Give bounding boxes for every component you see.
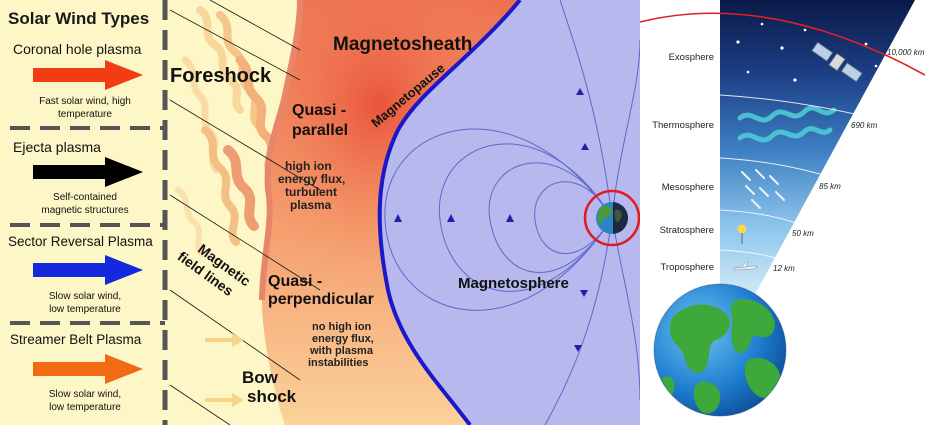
magnetopause-line xyxy=(377,0,522,425)
quasi-parallel-label-1: Quasi - xyxy=(292,102,346,119)
bow-shock-label-1: Bow xyxy=(242,368,279,387)
meteors xyxy=(741,169,785,209)
altitude-stratosphere: 50 km xyxy=(792,229,814,238)
type-descriptions: Fast solar wind, high temperature Self-c… xyxy=(39,96,131,413)
layer-name-exosphere: Exosphere xyxy=(669,52,714,63)
qpar-desc-1: high ion xyxy=(285,159,332,173)
layer-names: Exosphere Thermosphere Mesosphere Strato… xyxy=(652,52,714,273)
magnetosphere-diagram: Solar Wind Types Coronal hole plasma Eje… xyxy=(0,0,640,425)
layer-decorations xyxy=(720,22,881,271)
weather-balloon-icon xyxy=(737,224,747,244)
altitude-mesosphere: 85 km xyxy=(819,182,841,191)
magnetosphere-field-lines xyxy=(384,0,640,425)
desc-ejecta-2: magnetic structures xyxy=(41,205,128,216)
satellite-icon xyxy=(811,41,863,83)
atmosphere-diagram: Exosphere Thermosphere Mesosphere Strato… xyxy=(639,0,925,425)
type-name-coronal-hole: Coronal hole plasma xyxy=(13,41,142,57)
desc-ejecta-1: Self-contained xyxy=(53,192,117,203)
layer-name-mesosphere: Mesosphere xyxy=(662,182,714,193)
atmosphere-boundary-arc xyxy=(639,12,925,76)
stars xyxy=(736,22,878,82)
layer-name-thermosphere: Thermosphere xyxy=(652,120,714,131)
streamer-belt-arrow xyxy=(33,354,143,384)
type-name-streamer-belt: Streamer Belt Plasma xyxy=(10,332,142,347)
earth-globe-icon xyxy=(653,283,787,417)
quasi-perpendicular-description: no high ion energy flux, with plasma ins… xyxy=(308,321,374,369)
quasi-perpendicular-label-1: Quasi - xyxy=(268,273,322,290)
desc-streamer-1: Slow solar wind, xyxy=(49,389,121,400)
sector-reversal-arrow xyxy=(33,255,143,285)
qperp-desc-3: with plasma xyxy=(309,345,374,357)
foreshock-waves xyxy=(175,6,277,257)
airplane-icon xyxy=(733,261,759,271)
desc-coronal-2: temperature xyxy=(58,109,112,120)
layer-altitudes: 10,000 km 690 km 85 km 50 km 12 km xyxy=(773,48,925,273)
aurora xyxy=(737,105,837,143)
quasi-perpendicular-label-2: perpendicular xyxy=(268,291,374,308)
atmosphere-cone xyxy=(720,0,915,300)
type-name-ejecta: Ejecta plasma xyxy=(13,139,101,155)
altitude-troposphere: 12 km xyxy=(773,264,795,273)
earth-small xyxy=(596,202,628,234)
layer-name-troposphere: Troposphere xyxy=(660,262,714,273)
qpar-desc-4: plasma xyxy=(290,198,332,212)
quasi-parallel-description: high ion energy flux, turbulent plasma xyxy=(278,159,345,212)
layer-name-stratosphere: Stratosphere xyxy=(660,225,714,236)
quasi-parallel-label-2: parallel xyxy=(292,122,348,139)
desc-coronal-1: Fast solar wind, high xyxy=(39,96,131,107)
magnetosheath-turbulence xyxy=(262,0,520,300)
magnetosphere-label: Magnetosphere xyxy=(458,275,569,292)
ejecta-arrow xyxy=(33,157,143,187)
qpar-desc-2: energy flux, xyxy=(278,172,345,186)
coronal-hole-arrow xyxy=(33,60,143,90)
qperp-desc-1: no high ion xyxy=(312,321,372,333)
desc-sector-2: low temperature xyxy=(49,304,121,315)
legend-title: Solar Wind Types xyxy=(8,9,149,28)
legend-dividers xyxy=(10,126,165,325)
qpar-desc-3: turbulent xyxy=(285,185,337,199)
solar-wind-arrows xyxy=(205,333,244,407)
desc-sector-1: Slow solar wind, xyxy=(49,291,121,302)
qperp-desc-2: energy flux, xyxy=(312,333,374,345)
magnetosheath-label: Magnetosheath xyxy=(333,34,472,55)
desc-streamer-2: low temperature xyxy=(49,402,121,413)
altitude-thermosphere: 690 km xyxy=(851,121,878,130)
magnetosphere-region xyxy=(379,0,640,425)
earth-highlight-circle xyxy=(583,189,640,247)
foreshock-label: Foreshock xyxy=(170,65,272,87)
field-line-arrows xyxy=(394,88,589,352)
bow-shock-label-2: shock xyxy=(247,387,297,406)
qperp-desc-4: instabilities xyxy=(308,357,369,369)
type-name-sector-reversal: Sector Reversal Plasma xyxy=(8,234,153,249)
altitude-exosphere: 10,000 km xyxy=(887,48,925,57)
